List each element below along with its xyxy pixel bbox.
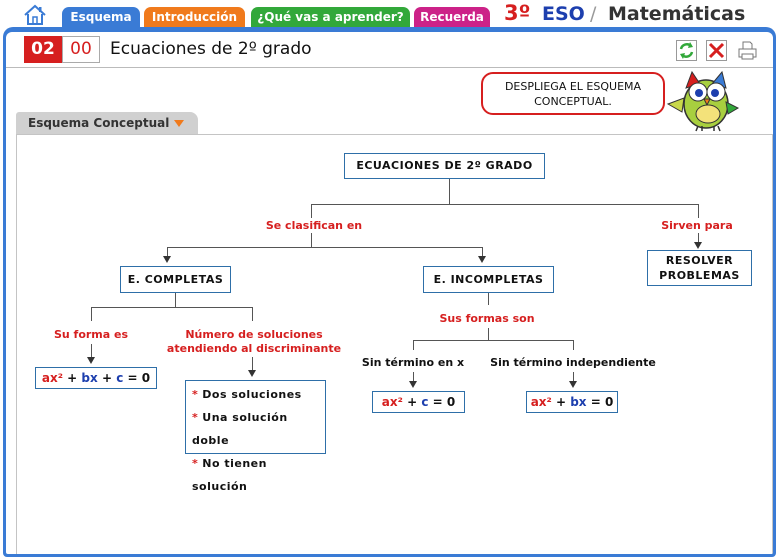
formula-term-b: bx [81, 371, 98, 385]
formula-equals: = 0 [586, 395, 614, 409]
close-icon[interactable] [706, 40, 727, 61]
connector [698, 204, 699, 218]
node-resolver-problemas: RESOLVER PROBLEMAS [647, 250, 752, 286]
connector [175, 293, 176, 307]
formula-equals: = 0 [123, 371, 151, 385]
section-tab-esquema-conceptual[interactable]: Esquema Conceptual [16, 112, 198, 134]
arrow-down-icon [163, 256, 171, 263]
connector [311, 204, 698, 205]
tab-introduccion[interactable]: Introducción [144, 7, 245, 28]
arrow-down-icon [569, 381, 577, 388]
formula-plus: + [402, 395, 422, 409]
formula-term-a: ax² [381, 395, 403, 409]
brand-title: 3º ESO / Matemáticas [496, 0, 779, 28]
list-item: *No tienen solución [192, 457, 267, 493]
concept-map-panel: ECUACIONES DE 2º GRADO Se clasifican en … [16, 134, 773, 554]
arrow-down-icon [409, 381, 417, 388]
owl-mascot-icon [666, 70, 740, 132]
brand-grade: 3º [504, 1, 531, 25]
arrow-down-icon [87, 357, 95, 364]
connector [488, 328, 489, 340]
node-incompletas: E. INCOMPLETAS [423, 266, 554, 293]
connector [252, 357, 253, 371]
label-numero-line-2: atendiendo al discriminante [166, 342, 342, 355]
page-number: 00 [62, 36, 100, 63]
formula-term-c: c [116, 371, 124, 385]
brand-subject: Matemáticas [608, 3, 746, 25]
solutions-list: *Dos soluciones *Una solución doble *No … [185, 380, 326, 493]
page-header: 02 00 Ecuaciones de 2º grado [6, 32, 773, 68]
refresh-icon[interactable] [676, 40, 697, 61]
connector [413, 372, 414, 382]
connector [449, 179, 450, 204]
section-tab-label: Esquema Conceptual [28, 116, 170, 130]
node-completas: E. COMPLETAS [120, 266, 231, 293]
label-sin-termino-independiente: Sin término independiente [490, 356, 656, 369]
formula-complete: ax² + bx + c = 0 [35, 367, 157, 389]
list-item: *Dos soluciones [192, 388, 302, 401]
connector [91, 344, 92, 358]
bubble-line-1: DESPLIEGA EL ESQUEMA [504, 80, 642, 93]
label-numero-line-1: Número de soluciones [185, 328, 323, 341]
speech-bubble: DESPLIEGA EL ESQUEMA CONCEPTUAL. [481, 72, 665, 115]
label-se-clasifican: Se clasifican en [265, 219, 363, 232]
connector [482, 247, 483, 257]
label-sin-termino-x: Sin término en x [361, 356, 465, 369]
node-root: ECUACIONES DE 2º GRADO [344, 153, 545, 179]
label-su-forma-es: Su forma es [53, 328, 129, 341]
brand-separator: / [590, 3, 597, 25]
dropdown-arrow-icon[interactable] [174, 120, 184, 127]
arrow-down-icon [694, 242, 702, 249]
main-frame: 02 00 Ecuaciones de 2º grado DESPLIEGA [3, 27, 776, 557]
connector [413, 340, 414, 350]
formula-sin-x: ax² + c = 0 [372, 391, 465, 413]
connector [311, 233, 312, 247]
formula-term-a: ax² [530, 395, 552, 409]
list-item: *Una solución doble [192, 411, 288, 447]
connector [167, 247, 168, 257]
label-numero-soluciones: Número de soluciones atendiendo al discr… [164, 328, 344, 356]
connector [573, 372, 574, 382]
node-resolver-line-1: RESOLVER [665, 254, 734, 267]
formula-equals: = 0 [428, 395, 456, 409]
formula-term-c: c [421, 395, 429, 409]
formula-plus: + [63, 371, 82, 385]
home-icon[interactable] [22, 4, 48, 26]
connector [311, 204, 312, 218]
tab-esquema[interactable]: Esquema [62, 7, 140, 28]
connector [573, 340, 574, 350]
connector [252, 307, 253, 321]
brand-level: ESO [542, 3, 585, 25]
bubble-line-2: CONCEPTUAL. [534, 95, 612, 108]
formula-sin-independiente: ax² + bx = 0 [526, 391, 618, 413]
top-navigation: Esquema Introducción ¿Qué vas a aprender… [0, 0, 779, 28]
connector [91, 307, 92, 321]
connector [91, 307, 252, 308]
content-area: 02 00 Ecuaciones de 2º grado DESPLIEGA [6, 32, 773, 554]
print-icon[interactable] [737, 40, 758, 61]
connector [488, 293, 489, 305]
tab-recuerda[interactable]: Recuerda [414, 7, 490, 28]
label-sus-formas-son: Sus formas son [439, 312, 535, 325]
formula-term-b: bx [570, 395, 587, 409]
page-title: Ecuaciones de 2º grado [110, 39, 312, 59]
connector [698, 233, 699, 243]
tab-que-vas-a-aprender[interactable]: ¿Qué vas a aprender? [251, 7, 410, 28]
formula-plus: + [551, 395, 571, 409]
connector [413, 340, 573, 341]
formula-plus: + [97, 371, 117, 385]
formula-term-a: ax² [41, 371, 63, 385]
label-sirven-para: Sirven para [661, 219, 733, 232]
unit-number: 02 [24, 36, 62, 63]
arrow-down-icon [248, 370, 256, 377]
connector [167, 247, 482, 248]
node-resolver-line-2: PROBLEMAS [659, 269, 740, 282]
arrow-down-icon [478, 256, 486, 263]
